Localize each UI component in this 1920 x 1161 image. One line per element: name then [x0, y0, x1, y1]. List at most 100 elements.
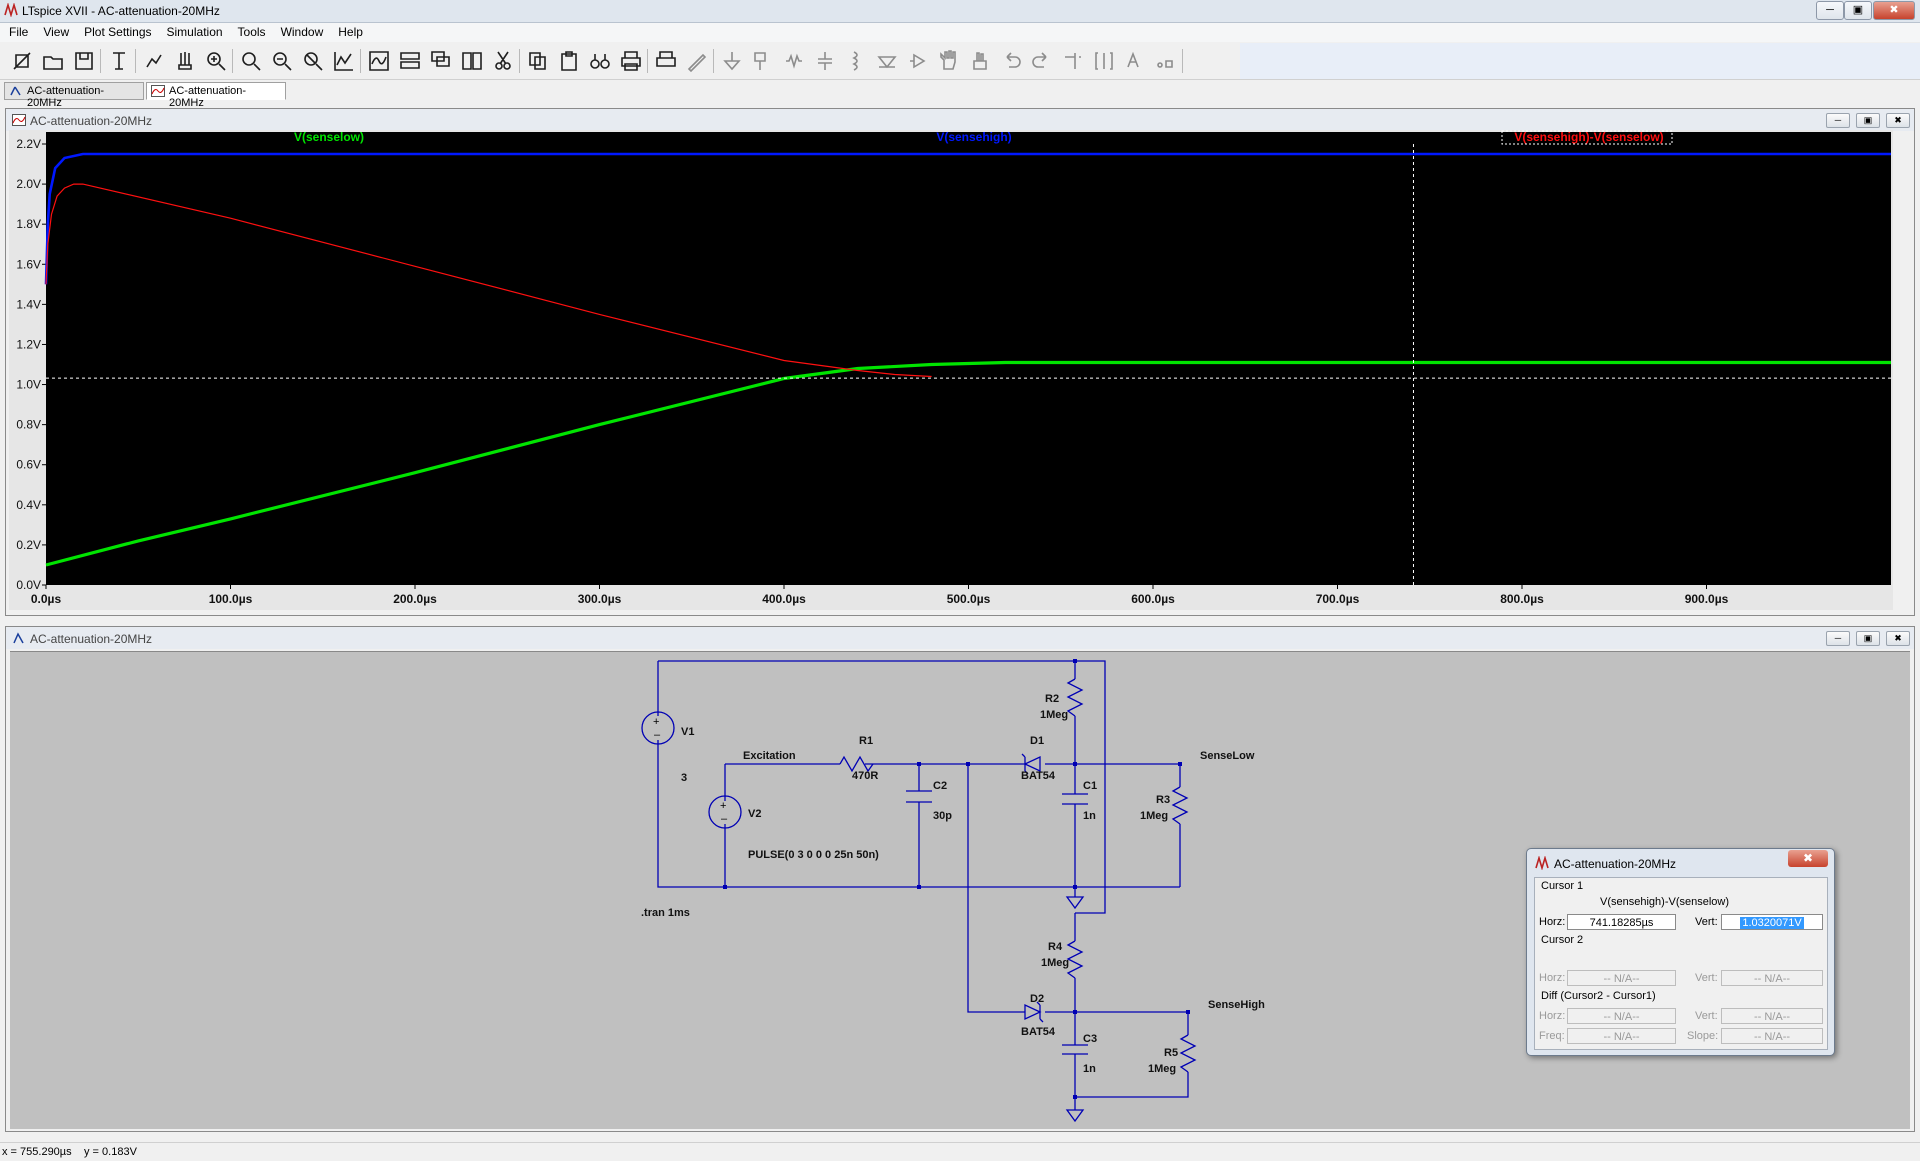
x-tick-label: 700.0µs [1316, 592, 1360, 606]
diff-vert-field[interactable]: -- N/A-- [1721, 1008, 1823, 1024]
trace-2 [45, 183, 932, 378]
mirror-button[interactable] [1092, 49, 1116, 73]
plot-background [46, 132, 1891, 585]
save-icon [75, 52, 93, 70]
autorange-button[interactable] [332, 49, 356, 73]
schematic-restore-button[interactable]: ▣ [1856, 631, 1880, 646]
toolbar-separator [647, 49, 648, 73]
toolbar-separator [135, 49, 136, 73]
tile-vertical-button[interactable] [460, 49, 484, 73]
label-d2: D2 [1030, 993, 1044, 1005]
zoom-fit-button[interactable] [239, 49, 263, 73]
cursor1-horz-field[interactable]: 741.18285µs [1567, 914, 1676, 930]
paste-icon [561, 51, 577, 71]
x-tick-label: 500.0µs [947, 592, 991, 606]
print-button[interactable] [619, 49, 643, 73]
menu-window[interactable]: Window [280, 25, 324, 39]
menu-view[interactable]: View [43, 25, 70, 39]
paste-button[interactable] [557, 49, 581, 73]
spice-directive-button[interactable] [1154, 49, 1178, 73]
menu-help[interactable]: Help [338, 25, 363, 39]
cursor1-horz-label: Horz: [1539, 916, 1566, 928]
schematic-close-button[interactable]: ✖ [1886, 631, 1910, 646]
window-title: LTspice XVII - AC-attenuation-20MHz [22, 4, 220, 18]
diff-horz-label: Horz: [1539, 1010, 1566, 1022]
schematic-drawing[interactable]: +– +– V1 3 V2 PULSE(0 3 0 0 0 25n 50n) E… [10, 652, 1910, 1129]
drag-button[interactable] [968, 49, 992, 73]
capacitor-icon [818, 52, 832, 70]
resistor-button[interactable] [782, 49, 806, 73]
ground-button[interactable] [720, 49, 744, 73]
zoom-cancel-button[interactable] [301, 49, 325, 73]
menu-simulation[interactable]: Simulation [166, 25, 223, 39]
zoom-out-button[interactable] [270, 49, 294, 73]
redo-icon [1032, 52, 1047, 68]
text-button[interactable] [1123, 49, 1147, 73]
cursor-dialog-close-button[interactable]: ✖ [1788, 850, 1828, 867]
plot-close-button[interactable]: ✖ [1886, 113, 1910, 128]
halt-button[interactable] [173, 49, 197, 73]
diff-horz-field[interactable]: -- N/A-- [1567, 1008, 1676, 1024]
undo-button[interactable] [999, 49, 1023, 73]
plot-restore-button[interactable]: ▣ [1856, 113, 1880, 128]
control-panel-button[interactable] [107, 49, 131, 73]
diode-icon [877, 56, 897, 69]
diff-freq-field[interactable]: -- N/A-- [1567, 1028, 1676, 1044]
new-schematic-button[interactable] [10, 49, 34, 73]
status-y-readout: y = 0.183V [84, 1146, 137, 1158]
component-button[interactable] [906, 49, 930, 73]
cascade-button[interactable] [429, 49, 453, 73]
y-tick-label: 1.0V [16, 378, 41, 392]
label-d2-value: BAT54 [1021, 1026, 1056, 1038]
minimize-button[interactable]: ─ [1816, 1, 1844, 20]
capacitor-button[interactable] [813, 49, 837, 73]
print-setup-button[interactable] [654, 49, 678, 73]
close-button[interactable]: ✖ [1873, 1, 1915, 20]
x-tick-label: 400.0µs [762, 592, 806, 606]
diode-button[interactable] [875, 49, 899, 73]
x-tick-label: 900.0µs [1685, 592, 1729, 606]
waveform-plot[interactable]: 0.0V0.2V0.4V0.6V0.8V1.0V1.2V1.4V1.6V1.8V… [9, 130, 1893, 610]
menu-plot-settings[interactable]: Plot Settings [84, 25, 152, 39]
zoom-in-button[interactable] [204, 49, 228, 73]
run-button[interactable] [142, 49, 166, 73]
label-c1: C1 [1083, 780, 1097, 792]
diff-slope-field[interactable]: -- N/A-- [1721, 1028, 1823, 1044]
tile-horizontal-button[interactable] [398, 49, 422, 73]
cursor2-vert-field[interactable]: -- N/A-- [1721, 970, 1823, 986]
tile-vertical-icon [462, 52, 482, 70]
save-button[interactable] [72, 49, 96, 73]
spice-directive-icon [1157, 60, 1173, 68]
net-senselow: SenseLow [1200, 750, 1255, 762]
waveform-button[interactable] [367, 49, 391, 73]
tab-waveform[interactable]: AC-attenuation-20MHz [146, 82, 286, 109]
tab-schematic[interactable]: AC-attenuation-20MHz [4, 82, 144, 109]
junctions [723, 659, 1190, 1099]
draw-wire-button[interactable] [685, 49, 709, 73]
label-r4-value: 1Meg [1041, 957, 1069, 969]
menu-file[interactable]: File [9, 25, 29, 39]
net-sensehigh: SenseHigh [1208, 999, 1265, 1011]
svg-text:–: – [721, 813, 728, 825]
cursor1-vert-field[interactable]: 1.0320071V [1721, 914, 1823, 930]
move-button[interactable] [937, 49, 961, 73]
text-icon [1127, 51, 1139, 68]
menu-tools[interactable]: Tools [237, 25, 266, 39]
find-icon [590, 54, 610, 69]
plot-minimize-button[interactable]: ─ [1826, 113, 1850, 128]
halt-icon [178, 52, 192, 70]
inductor-button[interactable] [844, 49, 868, 73]
label-net-button[interactable] [751, 49, 775, 73]
schematic-minimize-button[interactable]: ─ [1826, 631, 1850, 646]
copy-button[interactable] [526, 49, 550, 73]
cut-button[interactable] [491, 49, 515, 73]
cursor2-horz-field[interactable]: -- N/A-- [1567, 970, 1676, 986]
label-c3: C3 [1083, 1033, 1097, 1045]
cursor2-horz-label: Horz: [1539, 972, 1566, 984]
status-x-readout: x = 755.290µs [2, 1146, 72, 1158]
redo-button[interactable] [1030, 49, 1054, 73]
restore-button[interactable]: ▣ [1844, 1, 1872, 20]
open-button[interactable] [41, 49, 65, 73]
find-button[interactable] [588, 49, 612, 73]
rotate-button[interactable] [1061, 49, 1085, 73]
